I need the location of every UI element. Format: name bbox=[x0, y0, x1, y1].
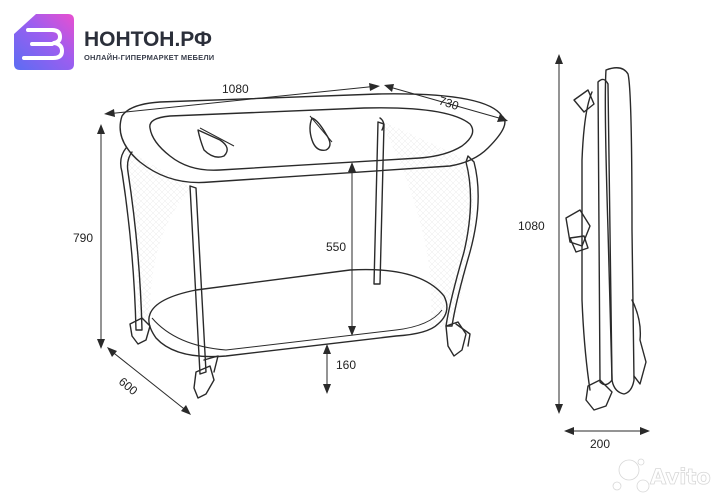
folded-clip-upper bbox=[565, 209, 591, 247]
leg-back-right bbox=[373, 121, 385, 285]
avito-dot-large bbox=[618, 459, 640, 481]
top-hinge-left bbox=[197, 127, 235, 158]
inner-height-arrow-top bbox=[348, 162, 356, 172]
folded-foot-right bbox=[631, 299, 647, 385]
folded-inner-bar bbox=[597, 78, 613, 386]
side-mesh-right bbox=[380, 120, 474, 328]
folded-height-label: 1080 bbox=[518, 219, 545, 233]
foot-front-right-clamp bbox=[455, 323, 471, 347]
playpen-folded bbox=[565, 67, 647, 411]
playpen-assembled bbox=[119, 93, 506, 399]
length-label: 1080 bbox=[222, 82, 249, 96]
folded-foot-bottom bbox=[585, 379, 613, 411]
foot-front-right bbox=[445, 321, 467, 357]
clearance-arrow-top bbox=[323, 344, 331, 354]
dimension-width bbox=[384, 84, 508, 122]
avito-text: Avito bbox=[650, 465, 711, 489]
leg-front-left bbox=[189, 185, 207, 375]
foot-front-left-clamp bbox=[203, 355, 219, 373]
folded-clip-lower bbox=[569, 235, 589, 253]
brand-name: НОНТОН.РФ bbox=[84, 28, 212, 51]
dimension-height bbox=[97, 124, 105, 349]
top-rim-inner bbox=[149, 107, 474, 171]
brand-tagline: ОНЛАЙН-ГИПЕРМАРКЕТ МЕБЕЛИ bbox=[84, 53, 214, 62]
bottom-base bbox=[148, 268, 448, 358]
avito-dot-tiny bbox=[637, 458, 645, 466]
width-label: 730 bbox=[437, 94, 461, 114]
folded-frame-back bbox=[581, 91, 593, 391]
clearance-label: 160 bbox=[336, 358, 356, 372]
top-hinge-right bbox=[309, 115, 333, 151]
foot-back-left bbox=[129, 317, 151, 345]
clearance-arrow-bottom bbox=[323, 384, 331, 394]
dimension-folded-width bbox=[564, 427, 650, 435]
folded-hinge-top bbox=[573, 89, 595, 113]
brand-logo[interactable] bbox=[14, 14, 74, 70]
inner-height-arrow-bottom bbox=[348, 326, 356, 336]
dimension-base-depth bbox=[107, 347, 191, 415]
bottom-base-edge bbox=[151, 309, 443, 351]
dimension-length bbox=[104, 83, 380, 117]
leg-back-left bbox=[119, 147, 143, 331]
base-depth-label: 600 bbox=[116, 374, 141, 398]
avito-watermark: Avito bbox=[612, 458, 711, 493]
folded-width-label: 200 bbox=[590, 437, 610, 451]
height-label: 790 bbox=[73, 231, 93, 245]
foot-front-left bbox=[193, 365, 215, 399]
logo-glyph bbox=[22, 28, 64, 60]
avito-dot-small bbox=[612, 481, 622, 491]
leg-back-right-upper bbox=[379, 117, 385, 131]
avito-dot-medium bbox=[636, 479, 650, 493]
side-mesh-left bbox=[124, 148, 192, 322]
leg-front-right bbox=[445, 155, 479, 327]
inner-depth-label: 550 bbox=[326, 240, 346, 254]
folded-main-bar bbox=[604, 67, 635, 395]
dimension-folded-height bbox=[555, 54, 563, 414]
top-rim-outer bbox=[119, 93, 506, 184]
